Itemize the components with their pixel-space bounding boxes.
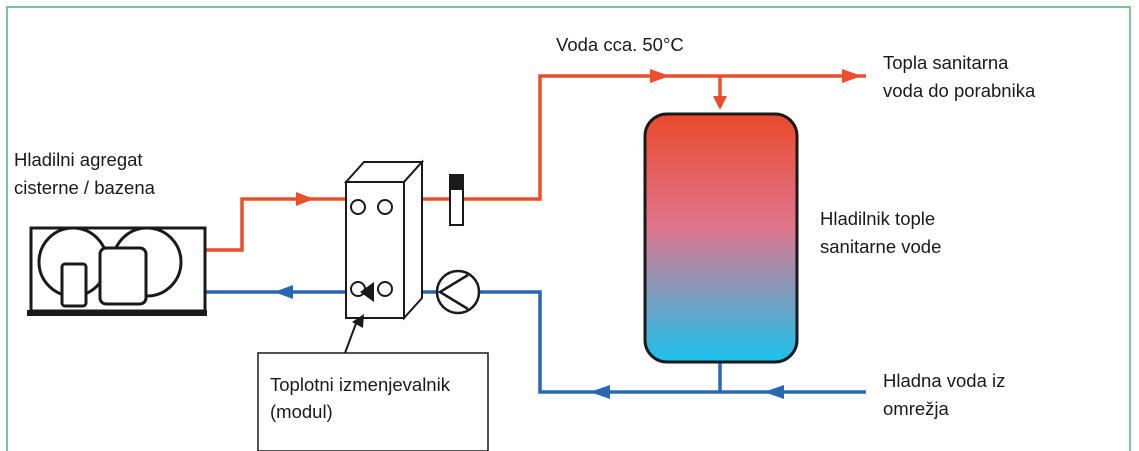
- hot-water-tank: [643, 112, 799, 364]
- exchanger-inlet-arrow: [360, 282, 374, 302]
- cold-flow-arrows: [274, 285, 784, 399]
- diagram-frame: [6, 6, 1131, 451]
- chiller-unit: [27, 226, 207, 316]
- temperature-sensor-icon: [449, 174, 464, 226]
- hot-flow-arrows: [296, 69, 862, 206]
- pump-icon: [435, 269, 481, 315]
- heat-exchanger: [343, 159, 425, 321]
- tank-label: Hladilnik tople sanitarne vode: [820, 208, 941, 257]
- water-temp-label: Voda cca. 50°C: [556, 34, 684, 55]
- callout-pointer: [344, 314, 364, 354]
- heat-exchanger-callout-box: [257, 352, 489, 451]
- cold-water-in-label: Hladna voda iz omrežja: [883, 370, 1011, 419]
- hot-water-out-label: Topla sanitarna voda do porabnika: [883, 52, 1036, 101]
- chiller-label: Hladilni agregat cisterne / bazena: [14, 149, 156, 198]
- heat-exchanger-label: Toplotni izmenjevalnik (modul): [270, 374, 455, 422]
